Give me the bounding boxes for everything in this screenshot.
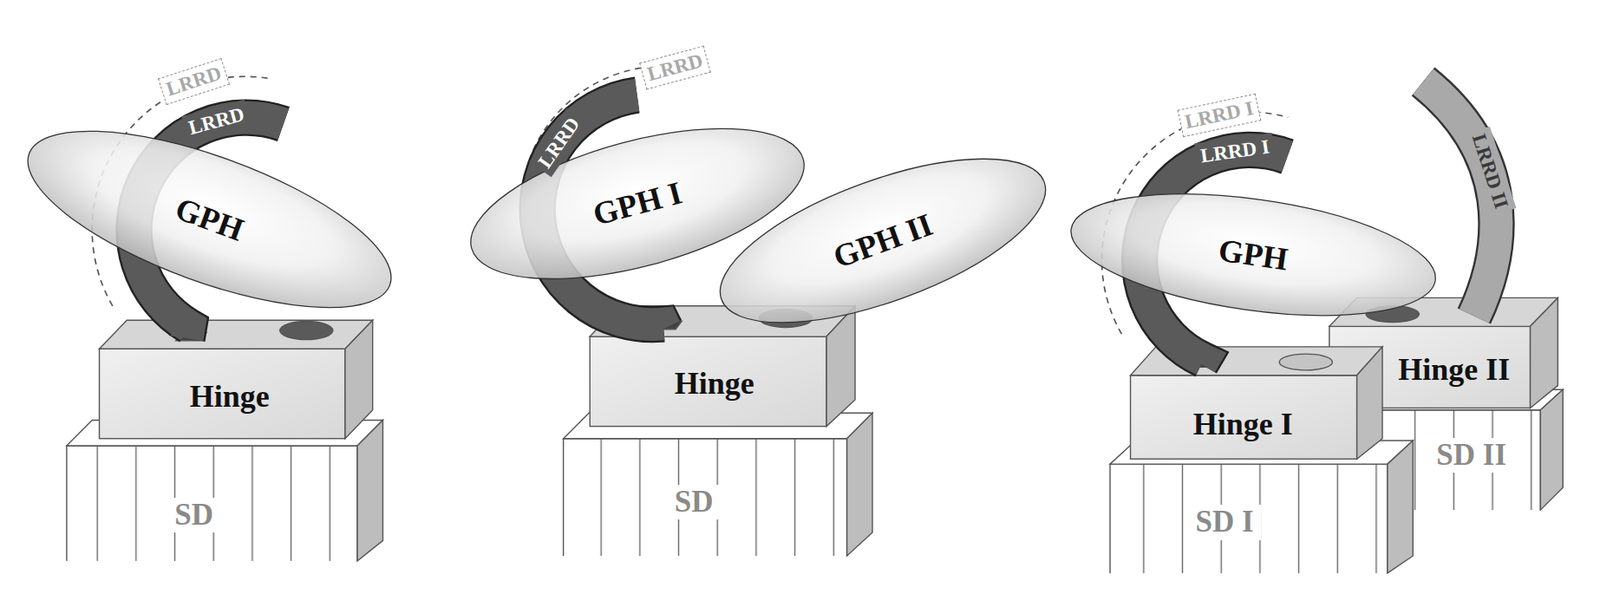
node-label: SD [674,484,714,520]
ghost-domain: LRRD [157,58,230,105]
node-label: Hinge II [1397,351,1510,388]
hinge-box: Hinge [667,363,762,404]
serpentine-domain: SD [167,497,221,533]
ellipse-shape [700,124,1065,357]
ghost-domain: LRRD [640,45,712,90]
ellipse-shape [7,94,412,344]
serpentine-block [66,420,384,562]
node-label: Hinge [674,365,755,402]
serpentine-block [563,412,873,556]
node-label: SD II [1436,437,1507,473]
node-label: Hinge [189,378,270,415]
hinge-block [99,320,373,438]
node-label: Hinge I [1193,405,1294,443]
node-label: LRRD [163,60,225,104]
serpentine-block [1110,440,1413,574]
ellipse-shape [1063,174,1444,336]
hinge-box: Hinge [182,376,277,417]
node-label: LRRD [645,47,707,88]
hinge-box: Hinge I [1186,404,1300,445]
node-label: LRRD I [1182,95,1256,136]
panel-three [1102,81,1564,574]
serpentine-domain: SD [667,484,721,520]
node-label: SD [174,497,214,533]
serpentine-domain: SD I [1188,504,1261,540]
ghost-domain: LRRD I [1177,93,1261,138]
hinge-box: Hinge II [1391,349,1517,390]
node-label: SD I [1195,504,1254,540]
serpentine-domain: SD II [1429,437,1514,473]
hinge-block [1130,346,1383,459]
gph-ellipse: GPH [1061,173,1445,337]
